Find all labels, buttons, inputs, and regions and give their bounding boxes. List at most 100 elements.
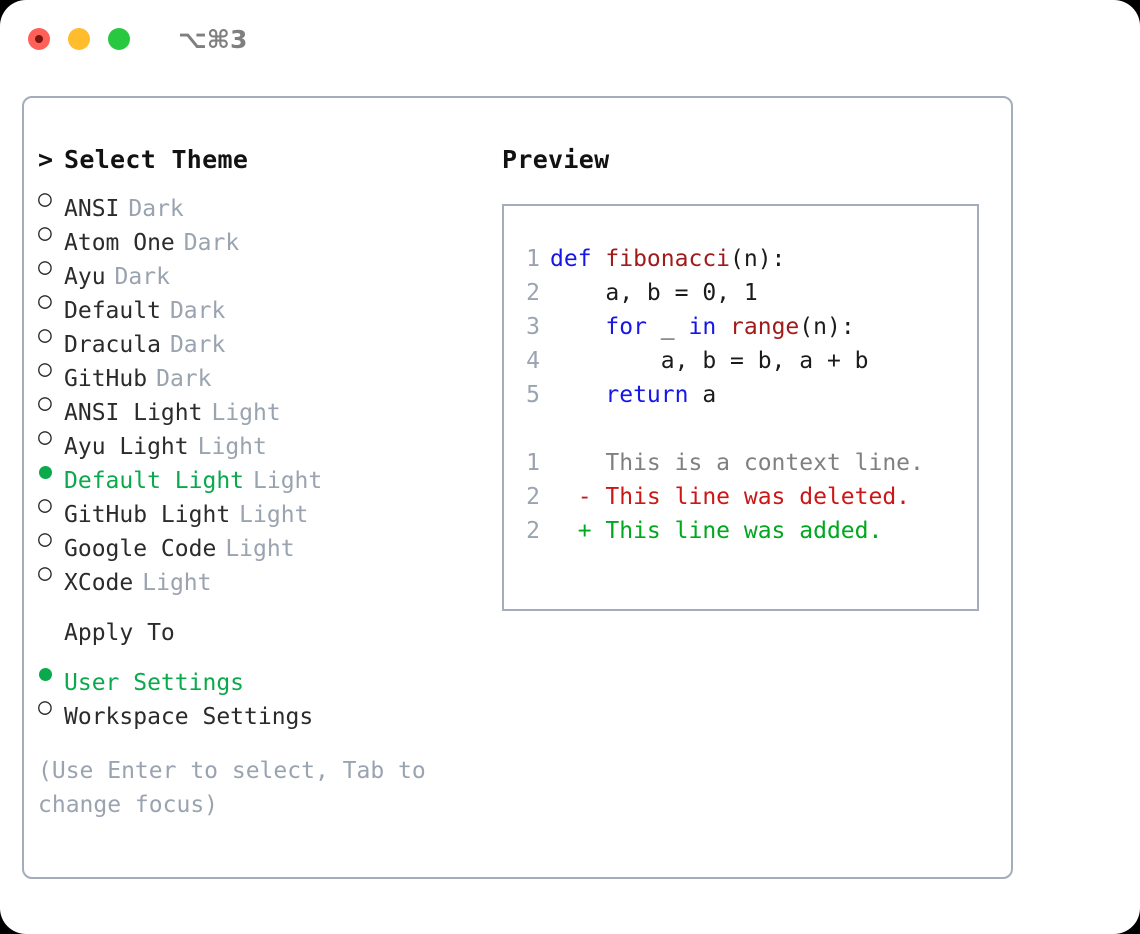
radio-unselected-icon: ○: [38, 556, 64, 590]
title-bar: ⌥⌘3: [0, 0, 1140, 78]
apply-to-item[interactable]: User Settings: [38, 656, 498, 696]
theme-category-label: Light: [211, 400, 281, 426]
code-line: 3 for _ in range(n):: [516, 314, 977, 348]
theme-category-label: Light: [225, 536, 295, 562]
code-token: range: [730, 314, 800, 340]
theme-name: Google Code: [64, 536, 217, 562]
keyboard-shortcut-label: ⌥⌘3: [178, 24, 248, 54]
radio-circle-icon: ○: [38, 526, 52, 552]
radio-selected-icon: [38, 656, 64, 690]
theme-category-label: Light: [239, 502, 309, 528]
code-token: in: [688, 314, 731, 340]
code-text: return a: [550, 382, 716, 408]
radio-circle-icon: ○: [38, 356, 52, 382]
theme-name: Default Light: [64, 468, 245, 494]
minimize-button-icon[interactable]: [68, 28, 90, 50]
theme-name: ANSI Light: [64, 400, 203, 426]
radio-unselected-icon: ○: [38, 216, 64, 250]
radio-circle-icon: ○: [38, 220, 52, 246]
code-text: for _ in range(n):: [550, 314, 855, 340]
code-token: a: [688, 382, 717, 408]
radio-circle-icon: ○: [38, 560, 52, 586]
radio-unselected-icon: ○: [38, 386, 64, 420]
theme-list-item[interactable]: ○Ayu Dark: [38, 250, 498, 290]
keyboard-hint-text: (Use Enter to select, Tab to change focu…: [38, 758, 426, 818]
code-text: a, b = b, a + b: [550, 348, 869, 374]
apply-to-list: User Settings ○ Workspace Settings: [38, 656, 498, 730]
theme-name: ANSI: [64, 196, 120, 222]
code-token: [550, 314, 605, 340]
radio-unselected-icon: ○: [38, 250, 64, 284]
code-token: _: [646, 314, 689, 340]
theme-category-label: Light: [253, 468, 323, 494]
code-token: a, b = b, a + b: [550, 348, 869, 374]
radio-circle-icon: ○: [38, 424, 52, 450]
diff-sample: 1 This is a context line.2 - This line w…: [516, 450, 977, 552]
page-title: Select Theme: [64, 145, 249, 174]
code-text: a, b = 0, 1: [550, 280, 757, 306]
radio-unselected-icon: ○: [38, 488, 64, 522]
line-number: 1: [526, 450, 540, 476]
theme-list-item[interactable]: ○ GitHub Light Light: [38, 488, 498, 528]
apply-to-name: Workspace Settings: [64, 704, 314, 730]
code-token: def: [550, 246, 606, 272]
code-spacer: [516, 416, 977, 450]
caret-icon: >: [38, 145, 54, 174]
theme-list-item[interactable]: Default Light Light: [38, 454, 498, 494]
close-button-icon[interactable]: [28, 28, 50, 50]
diff-line: 2 + This line was added.: [516, 518, 977, 552]
radio-unselected-icon: ○: [38, 284, 64, 318]
preview-title: Preview: [502, 145, 610, 174]
theme-category-label: Light: [197, 434, 267, 460]
maximize-button-icon[interactable]: [108, 28, 130, 50]
line-number: 2: [526, 484, 540, 510]
radio-unselected-icon: ○: [38, 318, 64, 352]
theme-category-label: Dark: [169, 298, 226, 324]
theme-name: GitHub: [64, 366, 148, 392]
theme-category-label: Dark: [183, 230, 240, 256]
radio-circle-icon: ○: [38, 492, 52, 518]
code-line: 1 def fibonacci(n):: [516, 246, 977, 280]
radio-unselected-icon: ○: [38, 182, 64, 216]
code-token: (n):: [799, 314, 855, 340]
radio-circle-icon: ○: [38, 390, 52, 416]
select-theme-header: > Select Theme: [38, 140, 498, 180]
code-token: (n):: [730, 246, 786, 272]
theme-name: Dracula: [64, 332, 161, 358]
line-number: 5: [526, 382, 540, 408]
radio-circle-icon: ○: [38, 694, 52, 720]
line-number: 2: [526, 280, 540, 306]
theme-list-item[interactable]: ○ Ayu Light Light: [38, 420, 498, 460]
theme-name: Default: [64, 298, 161, 324]
radio-circle-icon: ○: [38, 288, 52, 314]
theme-name: Ayu Light: [64, 434, 189, 460]
apply-to-item[interactable]: ○ Workspace Settings: [38, 690, 498, 730]
code-token: return: [605, 382, 689, 408]
diff-text: - This line was deleted.: [550, 484, 911, 510]
theme-name: Ayu: [64, 264, 106, 290]
line-number: 1: [526, 246, 540, 272]
radio-dot-icon: [39, 466, 52, 479]
radio-unselected-icon: ○: [38, 690, 64, 724]
theme-name: GitHub Light: [64, 502, 231, 528]
code-token: fibonacci: [605, 246, 731, 272]
code-token: [550, 382, 605, 408]
theme-list-item[interactable]: ○ Google Code Light: [38, 522, 498, 562]
radio-selected-icon: [38, 454, 64, 488]
radio-unselected-icon: ○: [38, 522, 64, 556]
code-line: 4 a, b = b, a + b: [516, 348, 977, 382]
theme-list-item[interactable]: ○ ANSI Light Light: [38, 386, 498, 426]
theme-list-item[interactable]: ○ Default Dark: [38, 284, 498, 324]
apply-to-name: User Settings: [64, 670, 245, 696]
theme-category-label: Dark: [114, 264, 170, 290]
